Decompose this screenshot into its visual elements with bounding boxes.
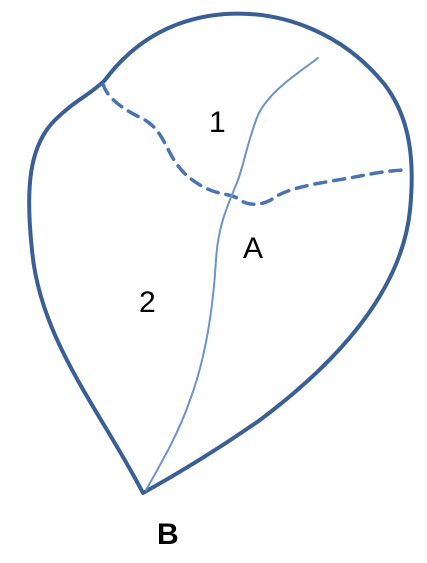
point-a-label: A xyxy=(243,232,264,265)
watershed-boundary xyxy=(27,11,414,495)
sub-area-2-label: 2 xyxy=(139,286,156,319)
stream-channel xyxy=(145,57,319,491)
sub-area-1-label: 1 xyxy=(209,106,226,139)
outlet-b-label: B xyxy=(157,518,179,551)
sub-watershed-divide xyxy=(101,82,410,206)
